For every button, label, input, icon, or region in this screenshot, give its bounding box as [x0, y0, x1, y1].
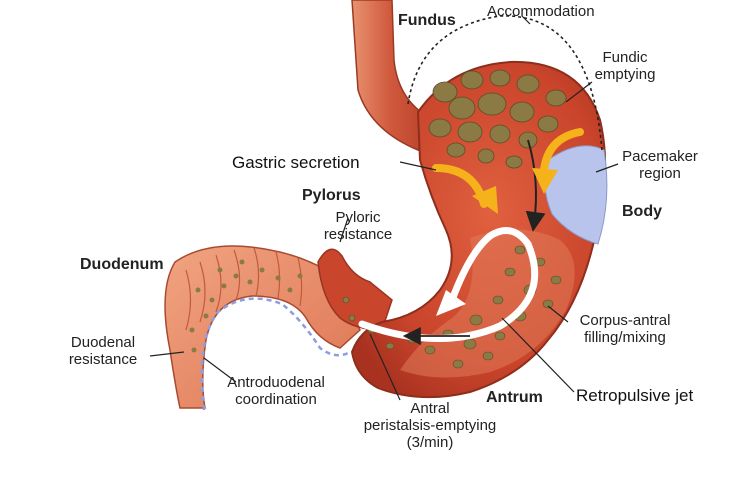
gastric-secretion-arrowhead-2: [532, 168, 558, 194]
duodenum-particles: [189, 259, 303, 353]
leader-lines: [149, 15, 619, 401]
label-pyloric-resistance: Pyloric resistance: [323, 209, 393, 243]
pylorus: [317, 248, 393, 331]
retropulsive-jet-arrowhead: [436, 290, 466, 316]
label-antrum: Antrum: [486, 389, 543, 406]
label-fundic-emptying: Fundic emptying: [594, 49, 656, 83]
fundus-food-particles: [428, 69, 567, 169]
label-gastric-secretion: Gastric secretion: [232, 153, 360, 172]
duodenal-dashed-boundary: [200, 297, 351, 411]
label-accommodation: Accommodation: [487, 3, 595, 20]
label-corpus-antral: Corpus-antral filling/mixing: [579, 312, 671, 346]
label-duodenum: Duodenum: [80, 256, 164, 273]
fundic-flow-arrow: [525, 139, 546, 232]
label-pylorus: Pylorus: [302, 187, 361, 204]
label-fundus: Fundus: [398, 12, 456, 29]
label-duodenal-resistance: Duodenal resistance: [68, 334, 138, 368]
label-antral-peristalsis: Antral peristalsis-emptying (3/min): [363, 400, 497, 451]
retropulsive-jet-arrow: [358, 227, 539, 342]
duodenum-tube: [164, 245, 361, 409]
pacemaker-region: [544, 145, 608, 245]
label-pacemaker-region: Pacemaker region: [622, 148, 698, 182]
label-antroduodenal-coordination: Antroduodenal coordination: [227, 374, 325, 408]
label-body: Body: [622, 203, 662, 220]
duodenum-folds: [185, 247, 303, 331]
gastric-secretion-arrowhead-1: [472, 186, 498, 214]
gastric-secretion-arrow-2: [540, 128, 584, 174]
label-retropulsive-jet: Retropulsive jet: [576, 386, 694, 405]
